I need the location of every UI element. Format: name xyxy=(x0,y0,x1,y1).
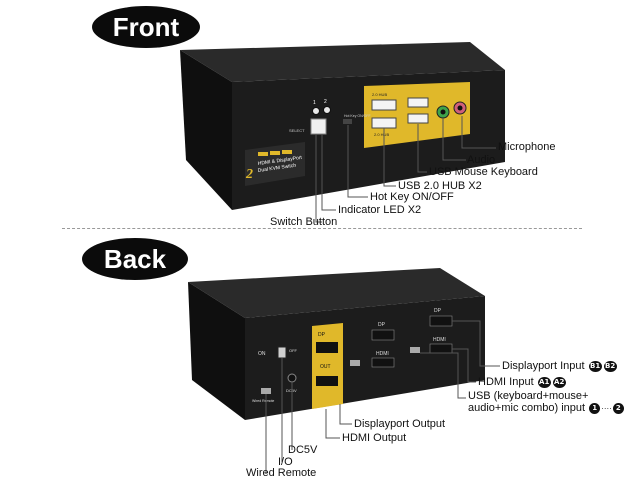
back-dp-input-b2 xyxy=(429,315,453,327)
front-select-text: SELECT xyxy=(289,128,305,133)
front-led-2 xyxy=(323,106,331,114)
front-hub-top-text: 2.0 HUB xyxy=(372,92,387,97)
back-hdmi-output-port xyxy=(316,376,338,386)
back-hdmi-a2-text: HDMI xyxy=(433,337,446,343)
line-hdmi-input xyxy=(452,348,476,383)
label-displayport-input-text: Displayport Input xyxy=(502,360,585,372)
label-dc5v: DC5V xyxy=(288,444,318,456)
line-displayport-output xyxy=(339,404,352,425)
label-usb-input-line1: USB (keyboard+mouse+ xyxy=(468,390,589,402)
back-title-pill: Back xyxy=(82,238,188,280)
label-indicator-led: Indicator LED X2 xyxy=(338,204,422,216)
line-hotkey xyxy=(347,125,368,198)
back-device-side xyxy=(188,282,245,420)
back-title: Back xyxy=(103,243,167,274)
back-on-text: ON xyxy=(258,351,266,357)
back-dp-output-port xyxy=(316,342,338,353)
label-usb-input-text: audio+mic combo) input xyxy=(468,402,586,414)
line-displayport-input xyxy=(452,320,500,367)
label-microphone: Microphone xyxy=(498,141,556,153)
label-switch-button: Switch Button xyxy=(270,216,338,228)
usb-dots: ···· xyxy=(601,404,612,413)
badge-usb-1: 1 xyxy=(589,402,601,414)
front-usb-kbd-port-1 xyxy=(407,97,429,108)
back-hdmi-input-a2 xyxy=(429,343,453,354)
line-hdmi-output xyxy=(325,409,340,439)
front-usb-hub-port-1 xyxy=(371,99,397,111)
front-port-1-text: 1 xyxy=(313,100,316,106)
front-device-top xyxy=(180,42,505,82)
back-usb-input-2 xyxy=(410,347,420,353)
front-brand-line3: Dual KVM Switch xyxy=(257,163,296,174)
front-device-side xyxy=(180,50,232,210)
badge-b2: B2 xyxy=(603,360,617,372)
front-hub-bottom-text: 2.0 HUB xyxy=(374,132,389,137)
line-microphone xyxy=(461,116,496,149)
badge-a1: A1 xyxy=(537,376,551,388)
back-dp-input-b1 xyxy=(371,329,395,341)
back-device-face xyxy=(245,296,485,420)
back-hdmi-a1-text: HDMI xyxy=(376,351,389,357)
back-out-text: OUT xyxy=(320,364,331,370)
back-power-switch xyxy=(277,346,287,359)
label-usb-hub: USB 2.0 HUB X2 xyxy=(398,180,482,192)
back-dp-out-text: DP xyxy=(318,332,326,338)
label-usb-input-line2: audio+mic combo) input 1····2 xyxy=(468,402,625,414)
badge-b1: B1 xyxy=(588,360,602,372)
front-hotkey-text: Hot Key ON/OFF xyxy=(344,114,371,118)
label-usb-mouse-keyboard: USB Mouse Keyboard xyxy=(429,166,538,178)
label-displayport-output: Displayport Output xyxy=(354,418,446,430)
back-dp-b2-text: DP xyxy=(434,308,442,314)
front-title-pill: Front xyxy=(92,6,200,48)
front-title: Front xyxy=(112,11,180,42)
back-hdmi-input-a1 xyxy=(371,357,395,368)
back-dc-jack xyxy=(287,373,297,383)
line-switch xyxy=(315,134,322,223)
front-port-2-text: 2 xyxy=(324,99,327,105)
label-hdmi-input-text: HDMI Input xyxy=(478,376,534,388)
label-audio: Audio xyxy=(467,154,496,166)
badge-usb-2: 2 xyxy=(612,402,624,414)
front-usb-kbd-port-2 xyxy=(407,113,429,124)
back-dp-b1-text: DP xyxy=(378,322,386,328)
front-brand-number: 2 xyxy=(245,167,253,182)
back-off-text: OFF xyxy=(289,348,298,353)
front-hotkey-switch xyxy=(343,119,352,124)
label-io: I/O xyxy=(278,456,293,468)
label-hot-key: Hot Key ON/OFF xyxy=(370,191,454,203)
line-usb-keyboard xyxy=(417,124,427,173)
back-device-top xyxy=(188,268,485,318)
front-switch-button xyxy=(310,118,327,135)
line-led xyxy=(321,134,336,211)
badge-a2: A2 xyxy=(552,376,566,388)
back-usb-input-1 xyxy=(350,360,360,366)
section-divider xyxy=(62,228,582,229)
back-wired-remote-port xyxy=(261,388,271,394)
label-wired-remote: Wired Remote xyxy=(246,467,317,479)
back-remote-text: Wired Remote xyxy=(252,399,274,403)
label-hdmi-output: HDMI Output xyxy=(342,432,407,444)
front-led-1 xyxy=(312,107,320,115)
line-usb-input xyxy=(420,352,466,399)
line-audio xyxy=(442,118,466,161)
line-usb-hub xyxy=(383,128,396,187)
